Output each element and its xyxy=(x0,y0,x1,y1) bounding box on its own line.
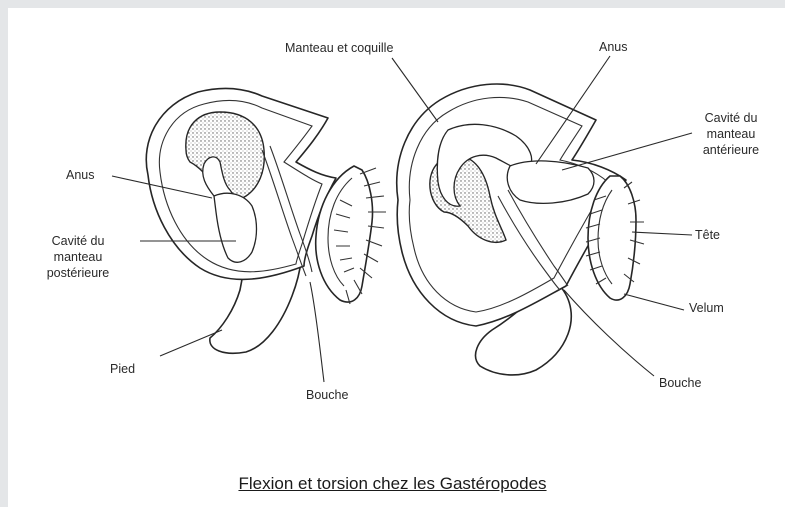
label-right-anus: Anus xyxy=(599,39,628,55)
leader-right-velum xyxy=(624,294,684,310)
label-left-cavity-line3: postérieure xyxy=(28,265,128,281)
figure-caption: Flexion et torsion chez les Gastéropodes xyxy=(0,474,785,494)
label-right-cavity-line3: antérieure xyxy=(686,142,776,158)
label-left-pied: Pied xyxy=(110,361,135,377)
label-manteau-coquille: Manteau et coquille xyxy=(285,40,393,56)
leader-right-bouche xyxy=(564,290,654,376)
label-right-tete: Tête xyxy=(695,227,720,243)
label-right-bouche: Bouche xyxy=(659,375,701,391)
right-shell xyxy=(397,84,626,326)
figure-caption-text: Flexion et torsion chez les Gastéropodes xyxy=(238,474,546,493)
label-left-cavity-line1: Cavité du xyxy=(28,233,128,249)
label-left-bouche: Bouche xyxy=(306,387,348,403)
label-left-anus: Anus xyxy=(66,167,95,183)
leader-manteau-coquille xyxy=(392,58,438,122)
label-right-cavity: Cavité du manteau antérieure xyxy=(686,110,776,158)
left-gastropod xyxy=(112,89,386,382)
leader-right-tete xyxy=(632,232,692,235)
label-left-cavity: Cavité du manteau postérieure xyxy=(28,233,128,281)
label-right-cavity-line1: Cavité du xyxy=(686,110,776,126)
label-left-cavity-line2: manteau xyxy=(28,249,128,265)
right-mantle-cavity xyxy=(507,161,594,203)
label-right-cavity-line2: manteau xyxy=(686,126,776,142)
label-right-velum: Velum xyxy=(689,300,724,316)
leader-left-bouche xyxy=(310,282,324,382)
right-gastropod xyxy=(392,56,692,376)
